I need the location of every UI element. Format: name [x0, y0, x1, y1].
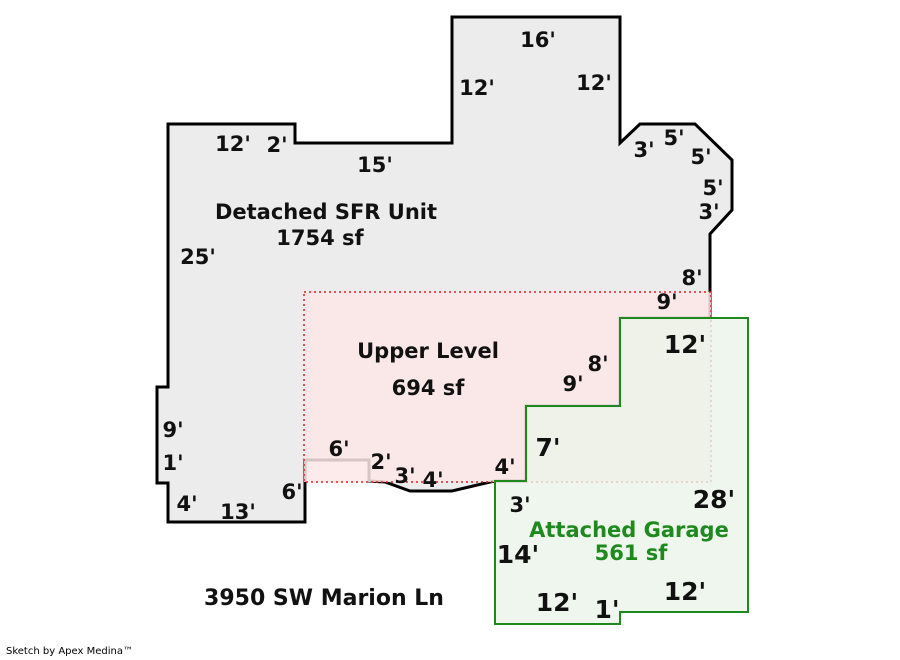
property-address: 3950 SW Marion Ln — [204, 586, 444, 611]
dim-label: 14' — [497, 540, 539, 569]
dim-label: 28' — [693, 485, 735, 514]
dim-label: 9' — [562, 372, 583, 396]
garage-area-sf: 561 sf — [595, 541, 669, 565]
dim-label: 1' — [594, 595, 619, 624]
sketch-credit: Sketch by Apex Medina™ — [6, 646, 133, 657]
dim-label: 3' — [698, 200, 719, 224]
dim-label: 6' — [328, 437, 349, 461]
garage-area-name: Attached Garage — [529, 518, 729, 542]
dim-label: 1' — [162, 451, 183, 475]
attached-garage-outline — [494, 317, 749, 625]
dim-label: 12' — [664, 577, 706, 606]
dim-label: 5' — [663, 126, 684, 150]
dim-label: 12' — [576, 71, 612, 95]
dim-label: 12' — [215, 132, 251, 156]
dim-label: 6' — [281, 480, 302, 504]
dim-label: 8' — [587, 352, 608, 376]
dim-label: 3' — [633, 138, 654, 162]
dim-label: 15' — [357, 153, 393, 177]
dim-label: 4' — [422, 468, 443, 492]
dim-label: 9' — [656, 290, 677, 314]
dim-label: 13' — [220, 500, 256, 524]
upper-area-sf: 694 sf — [392, 376, 466, 400]
upper-area-name: Upper Level — [357, 339, 499, 363]
dim-label: 4' — [176, 492, 197, 516]
dim-label: 9' — [162, 418, 183, 442]
dim-label: 25' — [180, 245, 216, 269]
dim-label: 3' — [394, 464, 415, 488]
main-area-sf: 1754 sf — [276, 226, 364, 250]
dim-label: 8' — [681, 266, 702, 290]
dim-label: 7' — [535, 433, 560, 462]
dim-label: 5' — [690, 145, 711, 169]
dim-label: 12' — [459, 76, 495, 100]
dim-label: 2' — [266, 133, 287, 157]
dim-label: 12' — [664, 330, 706, 359]
dim-label: 3' — [509, 493, 530, 517]
dim-label: 5' — [702, 176, 723, 200]
dim-label: 16' — [520, 28, 556, 52]
main-area-name: Detached SFR Unit — [215, 200, 437, 224]
dim-label: 2' — [370, 450, 391, 474]
dim-label: 4' — [494, 455, 515, 479]
dim-label: 12' — [536, 588, 578, 617]
